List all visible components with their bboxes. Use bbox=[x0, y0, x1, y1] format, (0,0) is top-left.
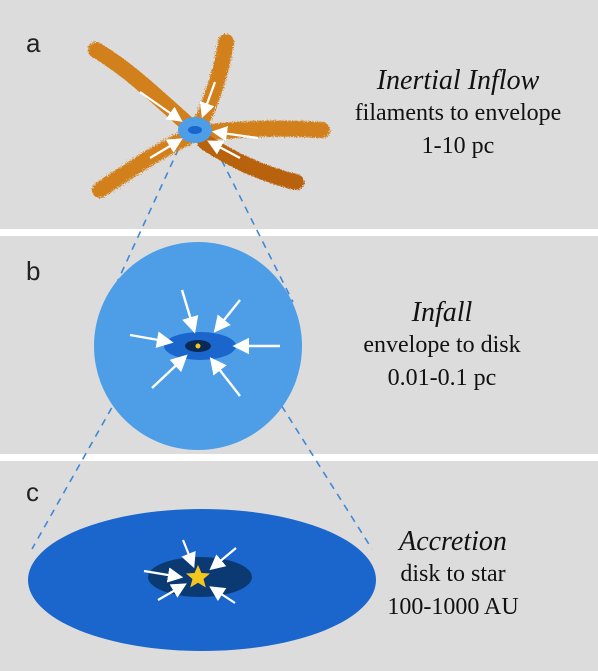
accretion-arrows bbox=[143, 539, 237, 604]
zoom-lines-a-to-b bbox=[107, 136, 294, 303]
accretion-disk bbox=[28, 509, 376, 651]
panel-b-title: Infall bbox=[411, 297, 473, 328]
core-small bbox=[188, 126, 202, 134]
panel-a-scale: 1-10 pc bbox=[421, 133, 495, 159]
arrow bbox=[139, 91, 183, 122]
panel-a-caption: Inertial Inflow filaments to envelope 1-… bbox=[328, 64, 588, 163]
arrow bbox=[209, 357, 241, 397]
arrow bbox=[207, 140, 241, 159]
panel-b-caption: Infall envelope to disk 0.01-0.1 pc bbox=[312, 296, 572, 395]
arrow bbox=[149, 138, 183, 159]
arrow bbox=[209, 586, 236, 604]
panel-c-scale: 100-1000 AU bbox=[387, 594, 519, 620]
panel-a-title: Inertial Inflow bbox=[376, 65, 540, 96]
arrow bbox=[151, 354, 188, 389]
inflow-arrows bbox=[139, 81, 259, 159]
arrow bbox=[157, 583, 187, 601]
zoom-line-left bbox=[107, 136, 185, 303]
arrow bbox=[209, 547, 237, 571]
arrow bbox=[199, 81, 217, 119]
panel-b-label: b bbox=[26, 256, 41, 286]
protostar bbox=[195, 343, 201, 349]
filament-right bbox=[204, 120, 330, 140]
arrow bbox=[213, 299, 241, 333]
envelope-core-a bbox=[178, 117, 212, 143]
envelope-b bbox=[94, 242, 302, 450]
filament-lower-right bbox=[197, 134, 304, 190]
panel-c-label: c bbox=[26, 477, 39, 507]
zoom-line-right bbox=[209, 136, 294, 303]
infall-arrows bbox=[129, 289, 280, 397]
panel-b-scale: 0.01-0.1 pc bbox=[387, 365, 497, 391]
panel-c-caption: Accretion disk to star 100-1000 AU bbox=[348, 525, 558, 624]
panel-a-description: filaments to envelope bbox=[354, 100, 562, 126]
panel-c-title: Accretion bbox=[399, 526, 507, 557]
panel-a-label: a bbox=[26, 28, 41, 58]
star-icon bbox=[186, 565, 210, 588]
arrow bbox=[180, 289, 199, 334]
filament-upper-left bbox=[88, 42, 200, 136]
filaments bbox=[88, 34, 330, 198]
arrow bbox=[211, 126, 259, 142]
arrow bbox=[143, 567, 184, 583]
panel-c-description: disk to star bbox=[400, 561, 506, 587]
panel-b-description: envelope to disk bbox=[363, 332, 521, 358]
filament-lower-left bbox=[92, 130, 194, 198]
arrow bbox=[129, 331, 174, 348]
panel-infall: b Infall envelope to disk 0.01-0.1 pc bbox=[0, 236, 598, 454]
arrow bbox=[181, 539, 196, 569]
